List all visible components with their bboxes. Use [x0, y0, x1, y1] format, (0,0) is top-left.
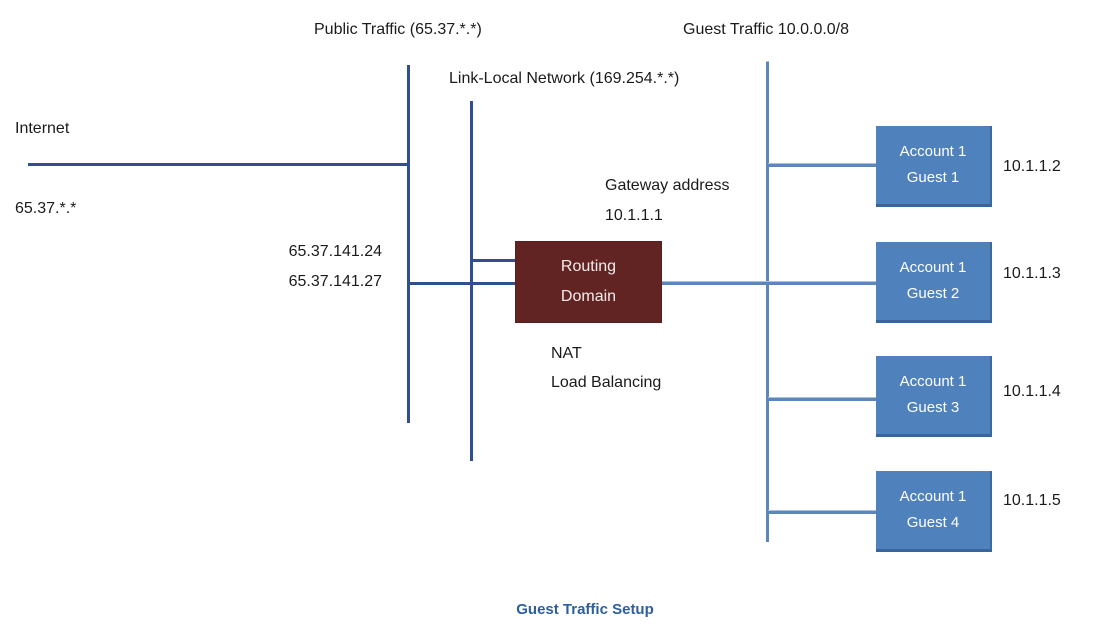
internet-range-label: 65.37.*.*: [15, 200, 77, 217]
link-local-bus-line: [470, 101, 473, 461]
guest-box-1: Account 1 Guest 1: [876, 126, 992, 207]
guest-box-3-guest-label: Guest 3: [906, 399, 960, 416]
link-local-network-label: Link-Local Network (169.254.*.*): [449, 70, 680, 87]
routing-to-guest2-connector-line: [661, 282, 877, 285]
figure-caption: Guest Traffic Setup: [516, 601, 654, 618]
guest-box-4: Account 1 Guest 4: [876, 471, 992, 552]
routing-domain-label-line2: Domain: [560, 288, 617, 305]
nat-ip-24-label: 65.37.141.24: [288, 243, 382, 260]
load-balancing-service-label: Load Balancing: [551, 374, 662, 391]
internet-label: Internet: [15, 120, 70, 137]
guest-box-2-guest-label: Guest 2: [906, 285, 960, 302]
guest-box-3: Account 1 Guest 3: [876, 356, 992, 437]
guest-box-3-account-label: Account 1: [899, 373, 967, 390]
public-traffic-bus-line: [407, 65, 410, 423]
nat-service-label: NAT: [551, 345, 582, 362]
guest1-connector-line: [768, 164, 877, 167]
guest-1-ip-label: 10.1.1.2: [1003, 158, 1061, 175]
gateway-address-title: Gateway address: [605, 177, 730, 194]
nat-ip-24-connector-line: [471, 259, 516, 262]
guest-traffic-bus-line: [766, 62, 769, 542]
guest-2-ip-label: 10.1.1.3: [1003, 265, 1061, 282]
gateway-address-label: Gateway address 10.1.1.1: [605, 171, 730, 231]
guest3-connector-line: [768, 398, 877, 401]
nat-ip-27-connector-line: [408, 282, 516, 285]
guest-box-1-account-label: Account 1: [899, 143, 967, 160]
routing-domain-label-line1: Routing: [560, 258, 617, 275]
guest-box-2: Account 1 Guest 2: [876, 242, 992, 323]
guest-traffic-label: Guest Traffic 10.0.0.0/8: [683, 21, 850, 38]
routing-services-label: NAT Load Balancing: [551, 339, 661, 397]
internet-line: [28, 163, 408, 166]
guest-box-1-guest-label: Guest 1: [906, 169, 960, 186]
public-traffic-label: Public Traffic (65.37.*.*): [314, 21, 482, 38]
guest-box-4-guest-label: Guest 4: [906, 514, 960, 531]
guest-box-2-account-label: Account 1: [899, 259, 967, 276]
guest4-connector-line: [768, 511, 877, 514]
routing-domain-box: Routing Domain: [515, 241, 662, 323]
gateway-address-ip: 10.1.1.1: [605, 207, 663, 224]
guest-3-ip-label: 10.1.1.4: [1003, 383, 1061, 400]
guest-4-ip-label: 10.1.1.5: [1003, 492, 1061, 509]
guest-box-4-account-label: Account 1: [899, 488, 967, 505]
nat-ip-27-label: 65.37.141.27: [288, 273, 382, 290]
